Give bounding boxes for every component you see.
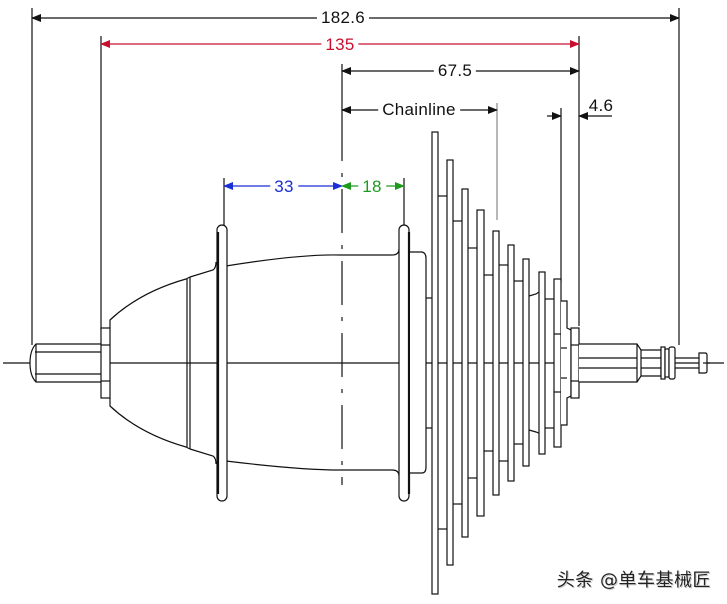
sprocket-8 (538, 271, 546, 455)
sprocket-3 (461, 188, 469, 538)
sprocket-9 (553, 278, 562, 448)
sprocket-6 (507, 244, 515, 482)
label-chainline: Chainline (378, 101, 460, 119)
right-axle-end (570, 327, 710, 399)
label-67-5: 67.5 (433, 62, 477, 80)
sprocket-4 (476, 209, 485, 517)
left-flange (216, 224, 228, 502)
label-4-6: 4.6 (588, 96, 614, 115)
sprocket-5 (492, 230, 500, 496)
extension-lines (31, 8, 680, 345)
label-18: 18 (358, 178, 386, 196)
freehub-body (410, 251, 432, 474)
right-flange (398, 224, 411, 502)
left-axle-end (29, 327, 111, 399)
label-135: 135 (321, 36, 359, 54)
label-182-6: 182.6 (316, 9, 370, 27)
sprocket-2 (446, 159, 454, 566)
cassette (431, 131, 572, 595)
sprocket-1 (431, 131, 439, 595)
watermark: 头条 @单车基械匠 (556, 570, 711, 591)
sprocket-7 (522, 258, 530, 467)
hub-shell (109, 248, 400, 477)
label-33: 33 (270, 178, 298, 196)
